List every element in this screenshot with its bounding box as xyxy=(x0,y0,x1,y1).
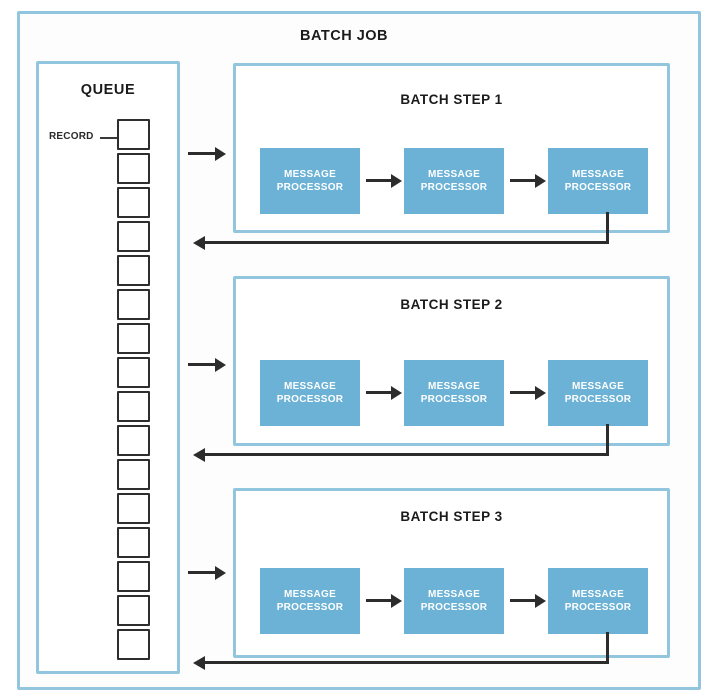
processor-line-1: MESSAGE xyxy=(283,169,337,180)
message-processor-3-3: MESSAGE PROCESSOR xyxy=(548,568,648,634)
return-arrow-3-horizontal xyxy=(205,661,609,664)
processor-line-2: PROCESSOR xyxy=(564,394,632,405)
flow-arrow-1-1-line xyxy=(366,179,393,182)
record-box xyxy=(117,357,150,388)
flow-arrow-3-1-line xyxy=(366,599,393,602)
record-box xyxy=(117,289,150,320)
message-processor-1-3: MESSAGE PROCESSOR xyxy=(548,148,648,214)
processor-line-2: PROCESSOR xyxy=(420,394,488,405)
flow-arrow-3-1-head-icon xyxy=(391,594,402,608)
processor-line-1: MESSAGE xyxy=(571,169,625,180)
processor-line-2: PROCESSOR xyxy=(420,602,488,613)
message-processor-3-1: MESSAGE PROCESSOR xyxy=(260,568,360,634)
message-processor-2-3: MESSAGE PROCESSOR xyxy=(548,360,648,426)
queue-feed-arrow-2-head-icon xyxy=(215,358,226,372)
processor-line-1: MESSAGE xyxy=(427,381,481,392)
record-box xyxy=(117,561,150,592)
record-box xyxy=(117,119,150,150)
return-arrow-2-head-icon xyxy=(193,448,205,462)
return-arrow-1-horizontal xyxy=(205,241,609,244)
queue-title: QUEUE xyxy=(80,82,136,98)
return-arrow-1-vertical xyxy=(606,212,609,244)
return-arrow-3-head-icon xyxy=(193,656,205,670)
record-box xyxy=(117,629,150,660)
record-box xyxy=(117,323,150,354)
processor-line-2: PROCESSOR xyxy=(276,394,344,405)
return-arrow-1-head-icon xyxy=(193,236,205,250)
processor-line-2: PROCESSOR xyxy=(564,182,632,193)
record-box xyxy=(117,459,150,490)
processor-line-2: PROCESSOR xyxy=(276,602,344,613)
flow-arrow-1-2-head-icon xyxy=(535,174,546,188)
queue-feed-arrow-3-line xyxy=(188,571,218,574)
flow-arrow-2-2-head-icon xyxy=(535,386,546,400)
processor-line-1: MESSAGE xyxy=(427,169,481,180)
processor-line-1: MESSAGE xyxy=(427,589,481,600)
queue-feed-arrow-1-line xyxy=(188,152,218,155)
flow-arrow-1-1-head-icon xyxy=(391,174,402,188)
queue-feed-arrow-1-head-icon xyxy=(215,147,226,161)
record-box xyxy=(117,391,150,422)
record-stack xyxy=(117,119,153,663)
processor-line-1: MESSAGE xyxy=(283,381,337,392)
record-box xyxy=(117,153,150,184)
record-box xyxy=(117,595,150,626)
queue-feed-arrow-2-line xyxy=(188,363,218,366)
return-arrow-2-vertical xyxy=(606,424,609,456)
flow-arrow-3-2-line xyxy=(510,599,537,602)
queue-panel xyxy=(36,61,180,674)
processor-line-1: MESSAGE xyxy=(283,589,337,600)
record-box xyxy=(117,527,150,558)
batch-step-3-title: BATCH STEP 3 xyxy=(400,509,503,524)
batch-step-2-title: BATCH STEP 2 xyxy=(400,297,503,312)
record-box xyxy=(117,221,150,252)
message-processor-1-1: MESSAGE PROCESSOR xyxy=(260,148,360,214)
flow-arrow-1-2-line xyxy=(510,179,537,182)
flow-arrow-3-2-head-icon xyxy=(535,594,546,608)
message-processor-2-2: MESSAGE PROCESSOR xyxy=(404,360,504,426)
batch-job-title: BATCH JOB xyxy=(300,28,389,44)
return-arrow-2-horizontal xyxy=(205,453,609,456)
record-leader-line xyxy=(100,137,117,139)
batch-step-1-title: BATCH STEP 1 xyxy=(400,92,503,107)
processor-line-2: PROCESSOR xyxy=(276,182,344,193)
flow-arrow-2-2-line xyxy=(510,391,537,394)
record-box xyxy=(117,425,150,456)
queue-feed-arrow-3-head-icon xyxy=(215,566,226,580)
message-processor-1-2: MESSAGE PROCESSOR xyxy=(404,148,504,214)
message-processor-2-1: MESSAGE PROCESSOR xyxy=(260,360,360,426)
record-box xyxy=(117,493,150,524)
record-box xyxy=(117,187,150,218)
processor-line-2: PROCESSOR xyxy=(564,602,632,613)
return-arrow-3-vertical xyxy=(606,632,609,664)
record-label: RECORD xyxy=(49,131,94,142)
flow-arrow-2-1-line xyxy=(366,391,393,394)
message-processor-3-2: MESSAGE PROCESSOR xyxy=(404,568,504,634)
processor-line-2: PROCESSOR xyxy=(420,182,488,193)
record-box xyxy=(117,255,150,286)
processor-line-1: MESSAGE xyxy=(571,589,625,600)
processor-line-1: MESSAGE xyxy=(571,381,625,392)
flow-arrow-2-1-head-icon xyxy=(391,386,402,400)
